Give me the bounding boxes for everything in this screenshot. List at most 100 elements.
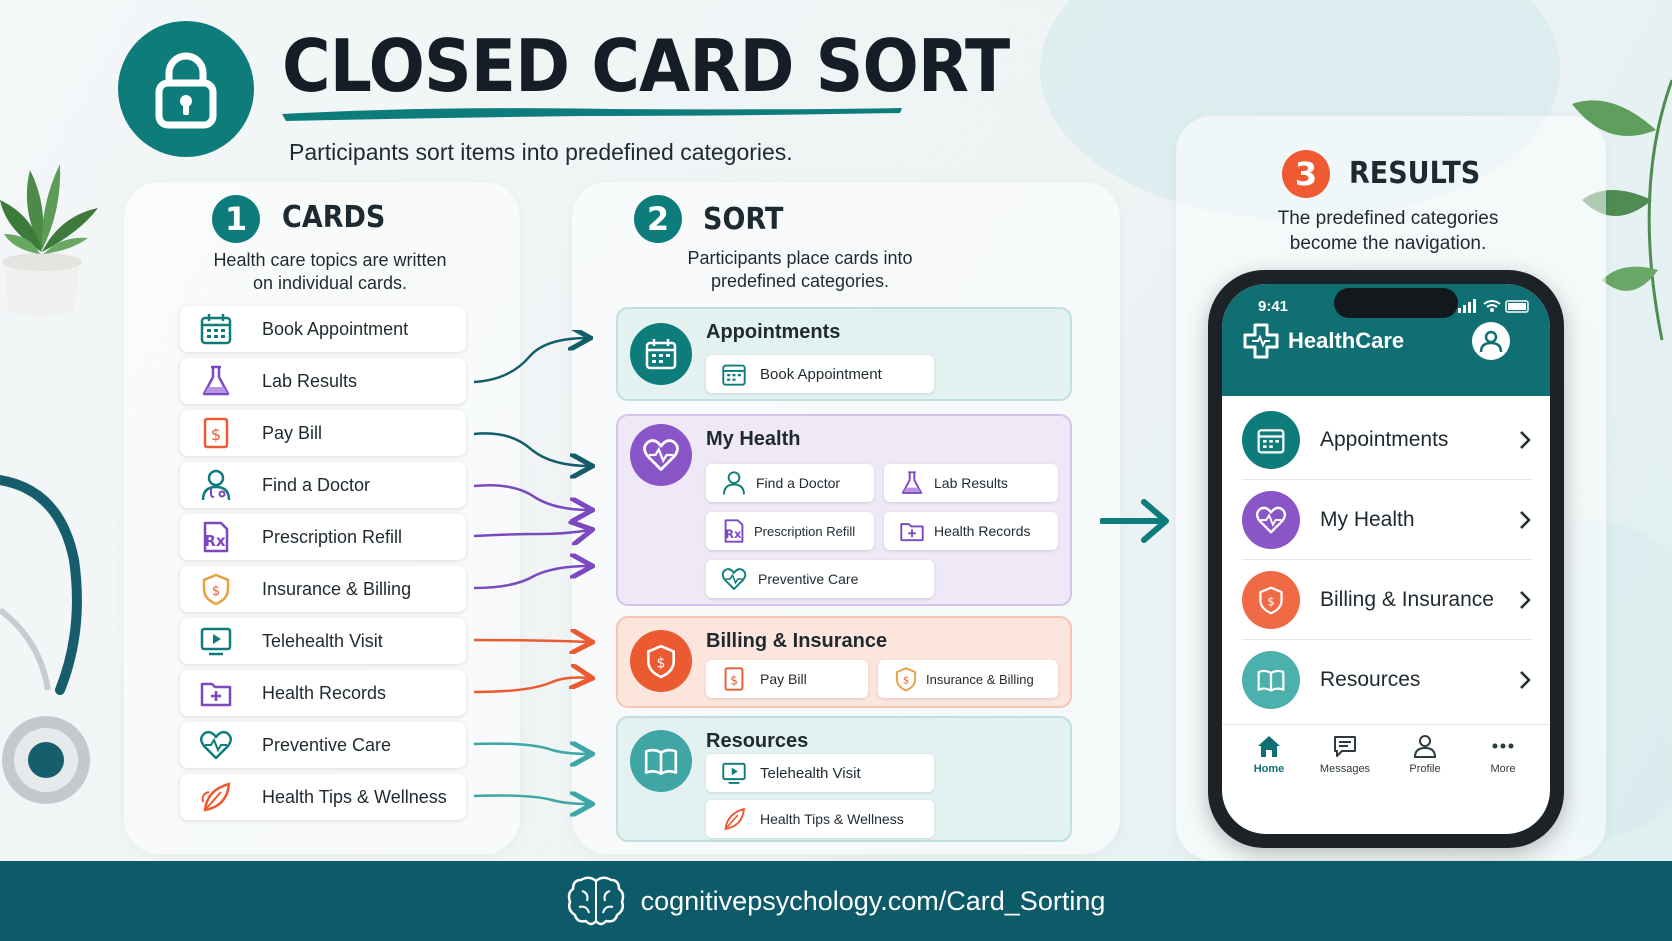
nav-item-appointments[interactable]: Appointments	[1242, 400, 1532, 480]
health-cross-icon	[1243, 323, 1279, 359]
svg-text:$: $	[657, 655, 666, 671]
card-label: Lab Results	[262, 370, 358, 391]
chevron-right-icon	[1520, 590, 1531, 609]
doctor-icon	[720, 469, 748, 497]
stethoscope	[0, 475, 90, 804]
tab-more[interactable]: More	[1468, 734, 1538, 775]
app-name: HealthCare	[1288, 328, 1405, 353]
tab-profile[interactable]: Profile	[1390, 734, 1460, 775]
nav-label: Billing & Insurance	[1320, 587, 1494, 611]
sorted-card-label: Health Records	[934, 523, 1031, 539]
prescription-icon: Rx	[720, 517, 748, 545]
sorted-card[interactable]: Telehealth Visit	[706, 754, 934, 792]
card-label: Find a Doctor	[262, 474, 371, 495]
doctor-icon	[196, 465, 236, 505]
card-item[interactable]: Telehealth Visit	[180, 618, 466, 664]
card-item[interactable]: $ Insurance & Billing	[180, 566, 466, 612]
tab-label: More	[1490, 763, 1516, 775]
sorted-card-label: Lab Results	[934, 475, 1008, 491]
brain-icon	[567, 876, 624, 926]
sorted-card-label: Insurance & Billing	[926, 671, 1034, 687]
bill-icon: $	[720, 665, 748, 693]
tab-label: Profile	[1409, 763, 1441, 775]
lock-icon	[155, 52, 217, 129]
step-1-title: CARDS	[282, 200, 386, 235]
sorted-card[interactable]: Health Tips & Wellness	[706, 800, 934, 838]
card-item[interactable]: Find a Doctor	[180, 462, 466, 508]
prescription-icon: Rx	[196, 517, 236, 557]
message-icon	[1334, 736, 1356, 757]
step-2-number: 2	[634, 195, 682, 243]
sorted-card[interactable]: Preventive Care	[706, 560, 934, 598]
folder-icon	[898, 517, 926, 545]
book-icon	[630, 730, 692, 792]
profile-icon	[1479, 330, 1503, 353]
sorted-card[interactable]: $ Insurance & Billing	[878, 660, 1058, 698]
sorted-card[interactable]: $ Pay Bill	[706, 660, 868, 698]
tab-messages[interactable]: Messages	[1310, 734, 1380, 775]
chevron-right-icon	[1520, 671, 1531, 689]
sorted-card-label: Health Tips & Wellness	[760, 811, 904, 827]
group-resources: Resources Telehealth Visit Health Tips &…	[616, 716, 1072, 842]
card-label: Pay Bill	[262, 422, 323, 443]
chevron-right-icon	[1520, 430, 1531, 449]
tab-label: Messages	[1319, 763, 1371, 775]
title-underline	[282, 108, 902, 121]
card-item[interactable]: Lab Results	[180, 358, 466, 404]
card-label: Prescription Refill	[262, 526, 403, 547]
app-header: 9:41 HealthCare	[1222, 284, 1550, 396]
tab-bar-divider	[1222, 724, 1550, 725]
avatar[interactable]	[1472, 322, 1510, 360]
svg-text:$: $	[903, 676, 909, 687]
card-item[interactable]: $ Pay Bill	[180, 410, 466, 456]
card-item[interactable]: Health Records	[180, 670, 466, 716]
nav-item-resources[interactable]: Resources	[1242, 640, 1532, 720]
shield-dollar-icon: $	[196, 569, 236, 609]
footer-bar: cognitivepsychology.com/Card_Sorting	[0, 861, 1672, 941]
footer-url[interactable]: cognitivepsychology.com/Card_Sorting	[640, 885, 1106, 916]
calendar-icon	[630, 323, 692, 385]
home-icon	[1258, 736, 1280, 757]
sorted-card[interactable]: Health Records	[884, 512, 1058, 550]
nav-item-my-health[interactable]: My Health	[1242, 480, 1532, 560]
calendar-icon	[720, 360, 748, 388]
phone-screen: 9:41 HealthCare Appointments My Health $…	[1222, 284, 1550, 834]
dynamic-island	[1334, 288, 1458, 318]
profile-icon	[1413, 735, 1437, 758]
sorted-card[interactable]: Find a Doctor	[706, 464, 874, 502]
tab-label: Home	[1253, 763, 1285, 775]
nav-label: My Health	[1320, 507, 1415, 531]
sorted-card-label: Prescription Refill	[754, 523, 856, 539]
sort-arrows	[473, 330, 610, 830]
sorted-card-label: Find a Doctor	[756, 475, 841, 491]
sorted-card[interactable]: Book Appointment	[706, 355, 934, 393]
svg-text:$: $	[1267, 594, 1274, 608]
group-title: Billing & Insurance	[706, 630, 888, 652]
sorted-card-label: Preventive Care	[758, 571, 859, 587]
sorted-card-label: Telehealth Visit	[760, 764, 861, 782]
sorted-card[interactable]: Rx Prescription Refill	[706, 512, 874, 550]
card-item[interactable]: Preventive Care	[180, 722, 466, 768]
card-label: Health Tips & Wellness	[262, 786, 447, 807]
card-item[interactable]: Book Appointment	[180, 306, 466, 352]
shield-dollar-icon: $	[1242, 570, 1300, 629]
card-item[interactable]: Health Tips & Wellness	[180, 774, 466, 820]
lock-badge	[118, 21, 254, 157]
svg-text:$: $	[730, 673, 738, 687]
group-title: Resources	[706, 730, 809, 752]
heart-pulse-icon	[630, 424, 692, 486]
group-billing-insurance: $ Billing & Insurance $ Pay Bill $ Insur…	[616, 616, 1072, 708]
tab-home[interactable]: Home	[1234, 734, 1304, 775]
sorted-card[interactable]: Lab Results	[884, 464, 1058, 502]
card-label: Health Records	[262, 682, 387, 703]
leaf-icon	[196, 777, 236, 817]
card-item[interactable]: Rx Prescription Refill	[180, 514, 466, 560]
sorted-card-label: Pay Bill	[760, 671, 807, 687]
step-3-title: RESULTS	[1349, 156, 1481, 191]
shield-dollar-icon: $	[630, 630, 692, 692]
group-appointments: Appointments Book Appointment	[616, 307, 1072, 401]
nav-item-billing-insurance[interactable]: $ Billing & Insurance	[1242, 560, 1532, 640]
